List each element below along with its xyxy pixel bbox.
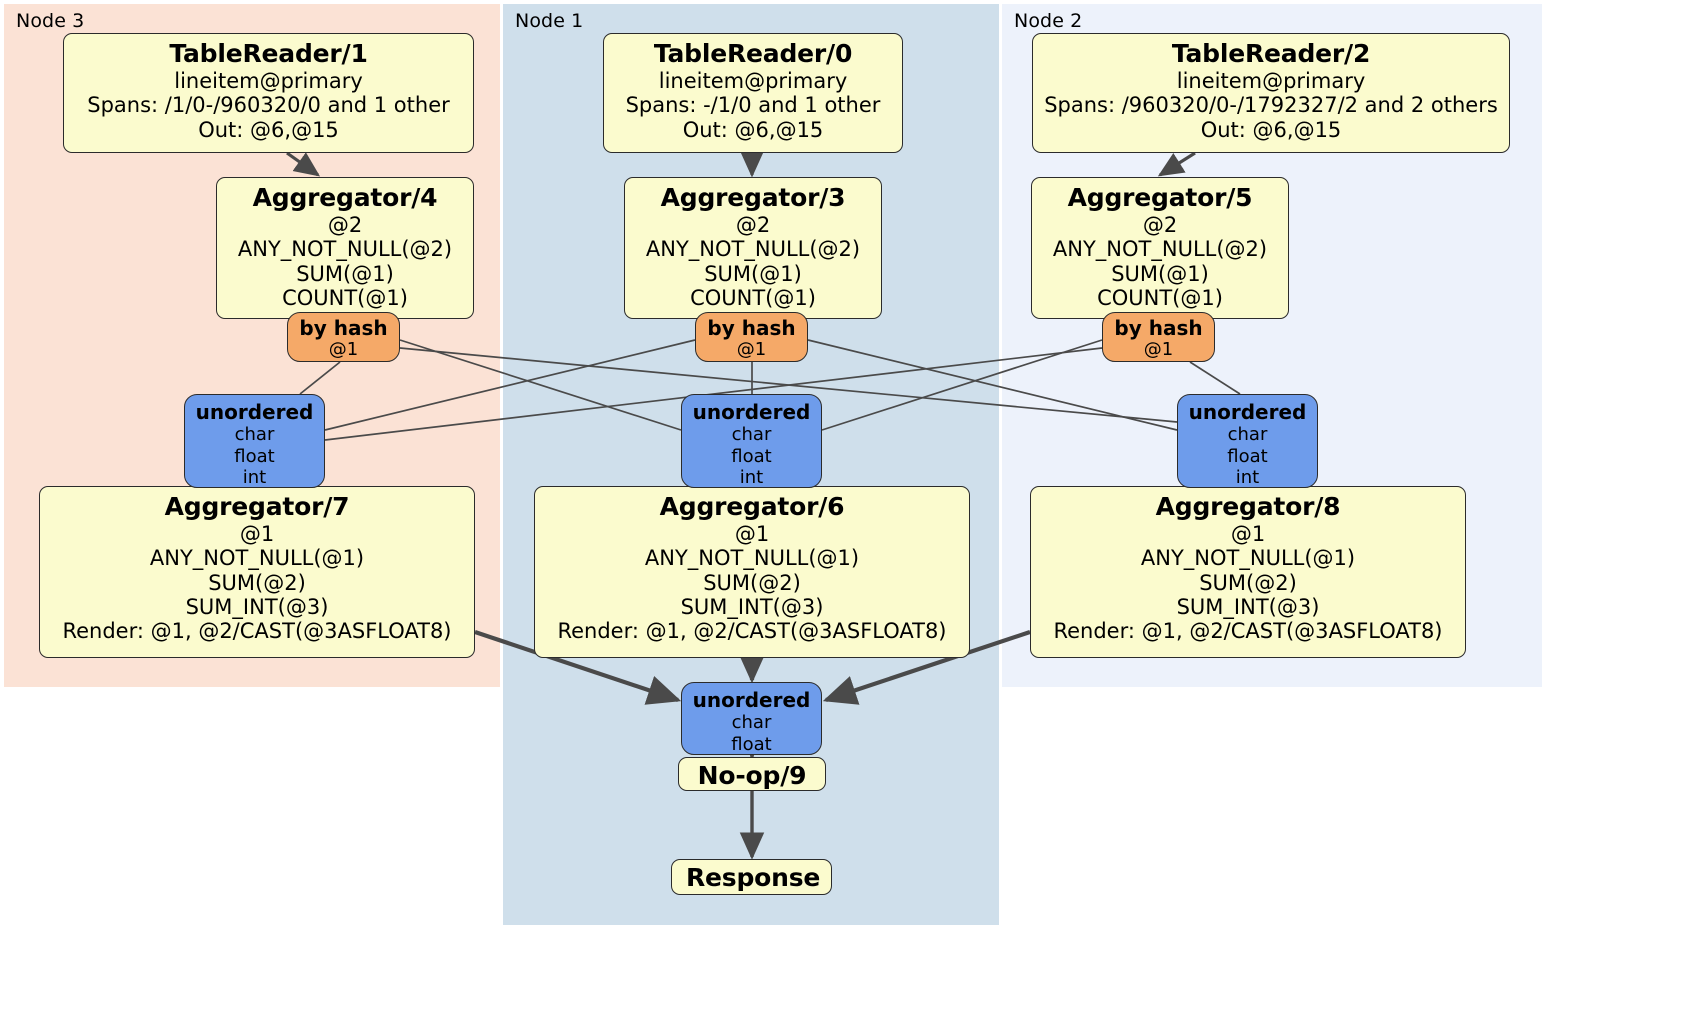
processor-line: ANY_NOT_NULL(@2) bbox=[645, 237, 861, 262]
processor-title: TableReader/2 bbox=[1171, 39, 1371, 68]
processor-no-op-9[interactable]: No-op/9 bbox=[678, 757, 826, 791]
processor-line: ANY_NOT_NULL(@1) bbox=[644, 546, 860, 571]
processor-response[interactable]: Response bbox=[671, 859, 832, 895]
processor-render-line: Render: @1, @2/CAST(@3ASFLOAT8) bbox=[557, 619, 947, 644]
processor-line: SUM_INT(@3) bbox=[680, 595, 824, 620]
processor-aggregator-3[interactable]: Aggregator/3 @2 ANY_NOT_NULL(@2) SUM(@1)… bbox=[624, 177, 882, 319]
processor-line: SUM_INT(@3) bbox=[185, 595, 329, 620]
router-line: @1 bbox=[736, 339, 767, 360]
processor-tablereader-0[interactable]: TableReader/0 lineitem@primary Spans: -/… bbox=[603, 33, 903, 153]
node-panel-label-node1: Node 1 bbox=[515, 10, 584, 32]
receiver-type: char bbox=[234, 424, 275, 445]
receiver-type: int bbox=[1235, 467, 1260, 489]
processor-line: ANY_NOT_NULL(@1) bbox=[1140, 546, 1356, 571]
router-line: @1 bbox=[328, 339, 359, 360]
processor-aggregator-6[interactable]: Aggregator/6 @1 ANY_NOT_NULL(@1) SUM(@2)… bbox=[534, 486, 970, 658]
receiver-type: float bbox=[1227, 445, 1268, 467]
processor-line: COUNT(@1) bbox=[282, 286, 408, 311]
processor-title: Aggregator/5 bbox=[1067, 183, 1253, 212]
processor-title: Aggregator/7 bbox=[164, 492, 350, 521]
node-panel-label-node3: Node 3 bbox=[16, 10, 85, 32]
router-title: by hash bbox=[707, 316, 796, 340]
receiver-unordered-aggregator-8[interactable]: unordered char float int bbox=[1177, 394, 1318, 488]
processor-title: Aggregator/6 bbox=[659, 492, 845, 521]
router-title: by hash bbox=[299, 316, 388, 340]
processor-title: Aggregator/4 bbox=[252, 183, 438, 212]
receiver-type: int bbox=[739, 467, 764, 489]
processor-aggregator-5[interactable]: Aggregator/5 @2 ANY_NOT_NULL(@2) SUM(@1)… bbox=[1031, 177, 1289, 319]
processor-line: SUM(@1) bbox=[704, 261, 802, 286]
processor-tablereader-2[interactable]: TableReader/2 lineitem@primary Spans: /9… bbox=[1032, 33, 1510, 153]
receiver-unordered-final[interactable]: unordered char float bbox=[681, 682, 822, 755]
processor-line: Spans: /960320/0-/1792327/2 and 2 others bbox=[1044, 93, 1498, 118]
processor-line: Out: @6,@15 bbox=[198, 117, 339, 142]
processor-title: Aggregator/8 bbox=[1155, 492, 1341, 521]
receiver-type: char bbox=[731, 712, 772, 733]
processor-tablereader-1[interactable]: TableReader/1 lineitem@primary Spans: /1… bbox=[63, 33, 474, 153]
processor-line: Out: @6,@15 bbox=[682, 117, 824, 142]
processor-title: TableReader/1 bbox=[169, 39, 368, 68]
processor-line: @2 bbox=[735, 213, 771, 237]
processor-line: @2 bbox=[1142, 213, 1178, 237]
processor-line: @1 bbox=[1230, 522, 1266, 546]
processor-aggregator-7[interactable]: Aggregator/7 @1 ANY_NOT_NULL(@1) SUM(@2)… bbox=[39, 486, 475, 658]
receiver-title: unordered bbox=[195, 400, 314, 424]
processor-line: @1 bbox=[734, 522, 770, 546]
receiver-title: unordered bbox=[1188, 400, 1307, 424]
receiver-type: char bbox=[1227, 424, 1268, 445]
processor-line: ANY_NOT_NULL(@2) bbox=[237, 237, 453, 262]
processor-title: Aggregator/3 bbox=[660, 183, 846, 212]
receiver-type: float bbox=[731, 445, 772, 467]
processor-render-line: Render: @1, @2/CAST(@3ASFLOAT8) bbox=[1053, 619, 1443, 644]
processor-line: Spans: -/1/0 and 1 other bbox=[625, 93, 881, 118]
router-title: by hash bbox=[1114, 316, 1203, 340]
receiver-title: unordered bbox=[692, 400, 811, 424]
receiver-title: unordered bbox=[692, 688, 811, 712]
processor-line: lineitem@primary bbox=[174, 69, 363, 93]
processor-aggregator-4[interactable]: Aggregator/4 @2 ANY_NOT_NULL(@2) SUM(@1)… bbox=[216, 177, 474, 319]
router-by-hash-aggregator-3[interactable]: by hash @1 bbox=[695, 312, 808, 362]
processor-line: SUM_INT(@3) bbox=[1176, 595, 1320, 620]
processor-line: ANY_NOT_NULL(@2) bbox=[1052, 237, 1268, 262]
receiver-type: float bbox=[234, 445, 275, 467]
processor-line: SUM(@1) bbox=[296, 261, 394, 286]
processor-line: SUM(@1) bbox=[1111, 261, 1209, 286]
processor-line: COUNT(@1) bbox=[690, 286, 816, 311]
processor-line: SUM(@2) bbox=[208, 570, 306, 595]
processor-title: No-op/9 bbox=[697, 761, 807, 790]
processor-line: COUNT(@1) bbox=[1097, 286, 1223, 311]
processor-line: @1 bbox=[239, 522, 275, 546]
processor-title: Response bbox=[686, 863, 821, 892]
router-by-hash-aggregator-4[interactable]: by hash @1 bbox=[287, 312, 400, 362]
processor-line: SUM(@2) bbox=[703, 570, 801, 595]
receiver-type: int bbox=[242, 467, 267, 489]
receiver-unordered-aggregator-7[interactable]: unordered char float int bbox=[184, 394, 325, 488]
processor-line: lineitem@primary bbox=[658, 69, 848, 93]
router-line: @1 bbox=[1143, 339, 1174, 360]
receiver-type: char bbox=[731, 424, 772, 445]
processor-line: Out: @6,@15 bbox=[1200, 117, 1342, 142]
processor-line: Spans: /1/0-/960320/0 and 1 other bbox=[87, 93, 450, 118]
node-panel-label-node2: Node 2 bbox=[1014, 10, 1083, 32]
receiver-type: float bbox=[731, 733, 772, 755]
processor-line: @2 bbox=[327, 213, 363, 237]
processor-aggregator-8[interactable]: Aggregator/8 @1 ANY_NOT_NULL(@1) SUM(@2)… bbox=[1030, 486, 1466, 658]
processor-title: TableReader/0 bbox=[653, 39, 853, 68]
processor-render-line: Render: @1, @2/CAST(@3ASFLOAT8) bbox=[62, 619, 452, 644]
processor-line: SUM(@2) bbox=[1199, 570, 1297, 595]
router-by-hash-aggregator-5[interactable]: by hash @1 bbox=[1102, 312, 1215, 362]
processor-line: lineitem@primary bbox=[1176, 69, 1366, 93]
processor-line: ANY_NOT_NULL(@1) bbox=[149, 546, 365, 571]
receiver-unordered-aggregator-6[interactable]: unordered char float int bbox=[681, 394, 822, 488]
